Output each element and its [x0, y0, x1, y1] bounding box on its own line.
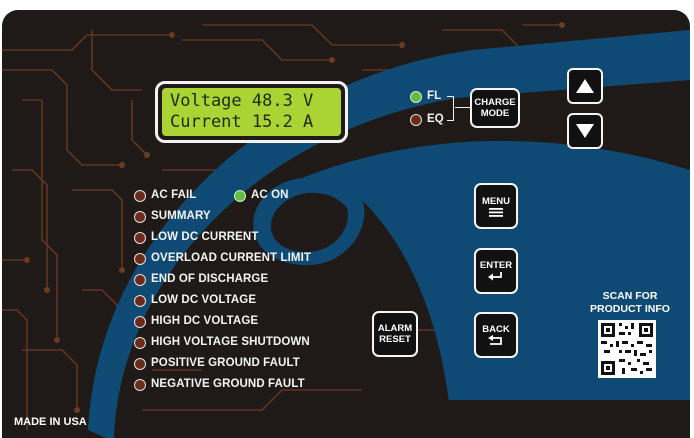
enter-button[interactable]: ENTER [474, 248, 518, 294]
qr-code[interactable] [598, 320, 656, 378]
qr-code-icon [601, 323, 653, 375]
up-button[interactable] [567, 68, 603, 104]
eq-led [410, 114, 422, 126]
status-low-dc-current: LOW DC CURRENT [151, 231, 259, 243]
swirl-center [253, 140, 690, 430]
made-in-usa: MADE IN USA [14, 416, 87, 428]
menu-lines-icon [489, 207, 503, 217]
charge-bracket [447, 96, 454, 121]
lcd-line-current: Current 15.2 A [170, 112, 314, 132]
back-label: BACK [482, 324, 510, 335]
panel-background [2, 22, 690, 438]
ac-on-label: AC ON [251, 189, 289, 201]
ac-fail-label: AC FAIL [151, 189, 197, 201]
enter-return-icon [488, 272, 502, 281]
scan-line-1: SCAN FOR [602, 290, 658, 302]
status-overload-current-limit: OVERLOAD CURRENT LIMIT [151, 252, 311, 264]
status-low-dc-voltage: LOW DC VOLTAGE [151, 294, 257, 306]
low-dc-voltage-led [134, 295, 146, 307]
arrow-up-icon [576, 79, 594, 93]
status-summary: SUMMARY [151, 210, 211, 222]
lcd-line-voltage: Voltage 48.3 V [170, 91, 314, 111]
ac-on-led [234, 190, 246, 202]
end-of-discharge-led [134, 274, 146, 286]
back-return-icon [488, 335, 502, 345]
back-button[interactable]: BACK [474, 312, 518, 358]
menu-button[interactable]: MENU [474, 183, 518, 229]
status-positive-ground-fault: POSITIVE GROUND FAULT [151, 357, 300, 369]
alarm-label-1: ALARM [377, 323, 413, 334]
ac-fail-led [134, 190, 146, 202]
scan-for-product-info: SCAN FOR PRODUCT INFO [584, 290, 676, 316]
status-high-dc-voltage: HIGH DC VOLTAGE [151, 315, 259, 327]
summary-led [134, 211, 146, 223]
overload-current-limit-led [134, 253, 146, 265]
charge-mode-button[interactable]: CHARGE MODE [470, 88, 520, 128]
arrow-down-icon [576, 124, 594, 138]
low-dc-current-led [134, 232, 146, 244]
eq-label: EQ [427, 113, 444, 125]
menu-label: MENU [482, 195, 510, 207]
status-high-voltage-shutdown: HIGH VOLTAGE SHUTDOWN [151, 336, 310, 348]
fl-led [410, 91, 422, 103]
scan-line-2: PRODUCT INFO [590, 303, 670, 315]
down-button[interactable] [567, 113, 603, 149]
charge-mode-label-1: CHARGE [474, 97, 516, 108]
negative-ground-fault-led [134, 379, 146, 391]
charge-bracket-line [455, 107, 471, 108]
swirl-eye [270, 192, 348, 253]
alarm-reset-button[interactable]: ALARM RESET [372, 311, 418, 357]
high-voltage-shutdown-led [134, 337, 146, 349]
charge-mode-label-2: MODE [480, 108, 510, 119]
high-dc-voltage-led [134, 316, 146, 328]
alarm-label-2: RESET [379, 334, 411, 345]
fl-label: FL [427, 90, 442, 102]
label-strip [412, 400, 690, 438]
status-negative-ground-fault: NEGATIVE GROUND FAULT [151, 378, 305, 390]
status-end-of-discharge: END OF DISCHARGE [151, 273, 269, 285]
enter-label: ENTER [479, 260, 513, 271]
positive-ground-fault-led [134, 358, 146, 370]
